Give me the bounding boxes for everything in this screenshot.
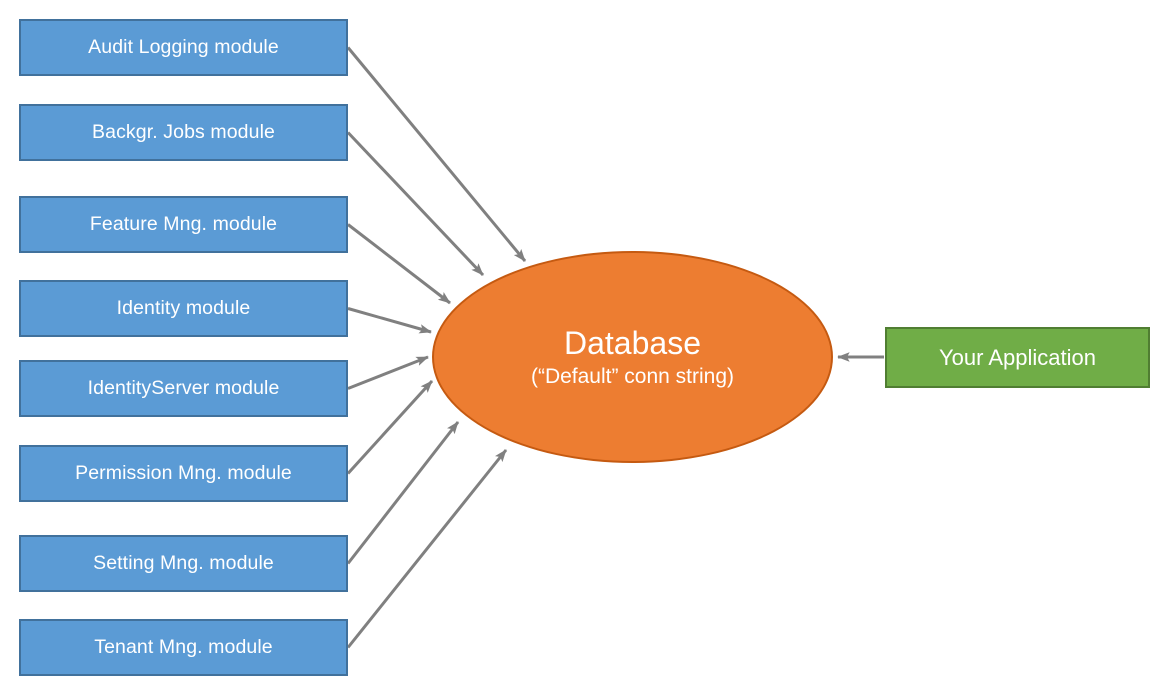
arrow-connector — [346, 46, 527, 262]
database-subtitle: (“Default” conn string) — [530, 364, 735, 388]
module-box-identityserver[interactable]: IdentityServer module — [19, 360, 348, 417]
module-label: Tenant Mng. module — [94, 635, 273, 658]
module-label: Audit Logging module — [88, 35, 279, 58]
module-label: Feature Mng. module — [89, 212, 278, 235]
application-label: Your Application — [939, 344, 1096, 370]
module-label: Permission Mng. module — [75, 461, 292, 484]
module-box-setting-management[interactable]: Setting Mng. module — [19, 535, 348, 592]
module-label: IdentityServer module — [87, 376, 280, 399]
arrow-connector — [346, 421, 460, 565]
module-box-identity[interactable]: Identity module — [19, 280, 348, 337]
module-label: Identity module — [116, 296, 251, 319]
module-box-background-jobs[interactable]: Backgr. Jobs module — [19, 104, 348, 161]
module-label: Setting Mng. module — [93, 551, 274, 574]
your-application-box[interactable]: Your Application — [885, 327, 1150, 388]
module-box-audit-logging[interactable]: Audit Logging module — [19, 19, 348, 76]
database-ellipse[interactable]: Database (“Default” conn string) — [432, 251, 833, 463]
database-title: Database — [564, 325, 701, 361]
arrow-connector — [346, 449, 508, 649]
module-box-tenant-management[interactable]: Tenant Mng. module — [19, 619, 348, 676]
arrow-connector — [347, 355, 429, 390]
module-box-permission-management[interactable]: Permission Mng. module — [19, 445, 348, 502]
arrow-connector — [347, 307, 432, 334]
arrow-connector — [347, 223, 451, 305]
module-box-feature-management[interactable]: Feature Mng. module — [19, 196, 348, 253]
arrow-connector — [346, 131, 485, 277]
arrow-connector — [346, 379, 434, 475]
module-label: Backgr. Jobs module — [92, 120, 275, 143]
